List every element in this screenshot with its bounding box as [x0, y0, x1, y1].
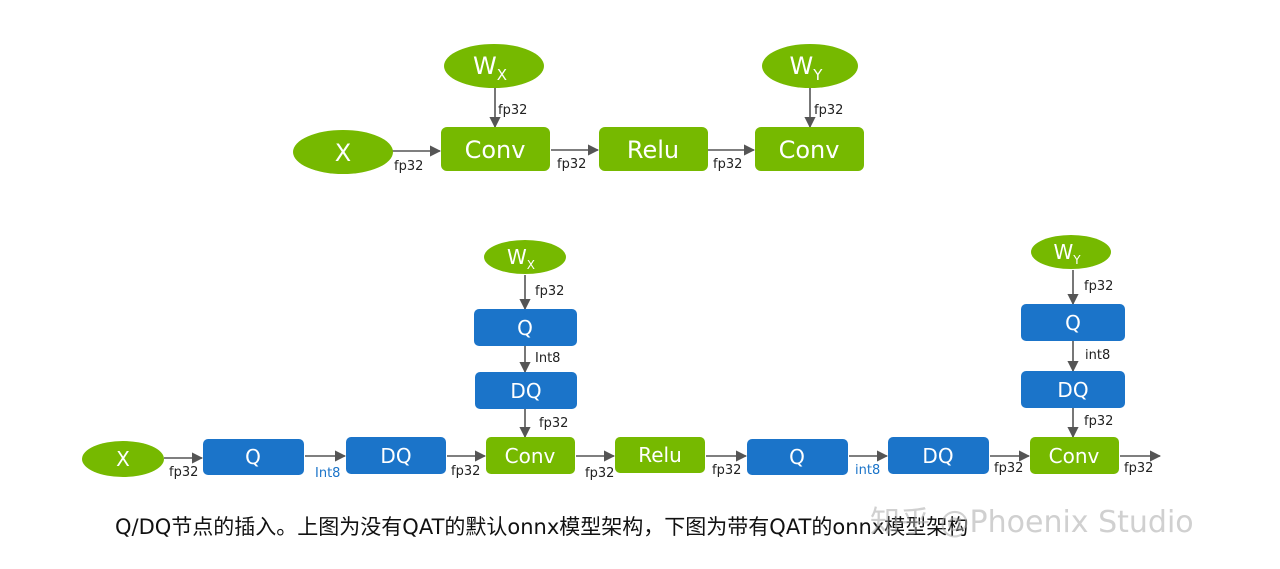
node-top-x: X: [293, 130, 393, 174]
bottom-edges: [164, 270, 1162, 464]
node-bottom-wx-sub: X: [527, 258, 535, 272]
node-bottom-wx-dq: DQ: [475, 372, 577, 409]
figure-caption: Q/DQ节点的插入。上图为没有QAT的默认onnx模型架构，下图为带有QAT的o…: [115, 515, 969, 539]
top-edges: [392, 87, 816, 157]
edge-label-bottom-conv2-out: fp32: [1124, 461, 1153, 476]
node-bottom-q1-label: Q: [245, 445, 261, 469]
node-top-wx-label: WX: [473, 52, 507, 84]
node-bottom-wy-sub: Y: [1072, 253, 1081, 267]
node-bottom-wx-dq-label: DQ: [510, 379, 541, 403]
node-top-wx: WX: [444, 44, 544, 88]
node-top-wy-sub: Y: [812, 66, 823, 84]
edge-label-bottom-wy-q: fp32: [1084, 279, 1113, 294]
node-top-relu-label: Relu: [627, 136, 679, 164]
node-bottom-wx-q-label: Q: [517, 316, 533, 340]
node-bottom-conv2-label: Conv: [1049, 444, 1100, 468]
edge-label-top-wx-conv1: fp32: [498, 103, 527, 118]
node-bottom-wy-dq: DQ: [1021, 371, 1125, 408]
node-bottom-conv1: Conv: [486, 437, 575, 474]
node-bottom-q2-label: Q: [789, 445, 805, 469]
edge-label-bottom-wx-q: fp32: [535, 284, 564, 299]
node-bottom-dq1: DQ: [346, 437, 446, 474]
node-bottom-conv1-label: Conv: [505, 444, 556, 468]
node-top-wx-sub: X: [497, 66, 507, 84]
edge-label-bottom-dq2-conv2: fp32: [994, 461, 1023, 476]
node-bottom-wx: WX: [484, 240, 566, 274]
node-top-x-label: X: [335, 139, 351, 167]
node-bottom-wy-dq-label: DQ: [1057, 378, 1088, 402]
edge-label-bottom-q2-dq2: int8: [855, 463, 880, 478]
node-bottom-wy-main: W: [1053, 240, 1073, 264]
node-bottom-conv2: Conv: [1030, 437, 1119, 474]
edge-label-top-x-conv1: fp32: [394, 159, 423, 174]
node-top-conv1-label: Conv: [465, 136, 526, 164]
node-bottom-wy-q: Q: [1021, 304, 1125, 341]
node-top-relu: Relu: [599, 127, 708, 171]
edge-label-bottom-conv1-relu: fp32: [585, 466, 614, 481]
node-bottom-relu: Relu: [615, 437, 705, 473]
edge-label-top-relu-conv2: fp32: [713, 157, 742, 172]
node-top-wy: WY: [762, 44, 858, 88]
edge-label-bottom-dq1-conv1: fp32: [451, 464, 480, 479]
edge-label-bottom-wy-dq-conv: fp32: [1084, 414, 1113, 429]
node-top-wy-main: W: [790, 52, 814, 80]
watermark: 知乎 @Phoenix Studio: [870, 505, 1194, 540]
edge-label-bottom-x-q1: fp32: [169, 465, 198, 480]
edge-label-top-wy-conv2: fp32: [814, 103, 843, 118]
node-bottom-x: X: [82, 441, 164, 477]
edge-label-bottom-wy-q-dq: int8: [1085, 348, 1110, 363]
node-bottom-x-label: X: [116, 447, 130, 471]
node-bottom-wx-q: Q: [474, 309, 577, 346]
node-bottom-dq2-label: DQ: [922, 444, 953, 468]
node-bottom-q1: Q: [203, 439, 304, 475]
node-top-conv1: Conv: [441, 127, 550, 171]
edge-label-top-conv1-relu: fp32: [557, 157, 586, 172]
node-bottom-wx-main: W: [507, 245, 527, 269]
node-top-wy-label: WY: [790, 52, 824, 84]
node-bottom-wx-label: WX: [507, 245, 535, 272]
edge-label-bottom-wx-q-dq: Int8: [535, 351, 560, 366]
node-bottom-q2: Q: [747, 439, 848, 475]
node-bottom-relu-label: Relu: [638, 443, 682, 467]
edge-label-bottom-wx-dq-conv: fp32: [539, 416, 568, 431]
node-bottom-wy: WY: [1031, 235, 1111, 269]
node-top-conv2: Conv: [755, 127, 864, 171]
node-bottom-dq1-label: DQ: [380, 444, 411, 468]
node-bottom-dq2: DQ: [888, 437, 989, 474]
node-top-wx-main: W: [473, 52, 497, 80]
top-diagram: fp32 fp32 fp32 fp32 fp32 X WX Conv Relu …: [293, 44, 864, 174]
edge-label-bottom-q1-dq1: Int8: [315, 466, 340, 481]
bottom-diagram: fp32 Int8 fp32 fp32 fp32 int8 fp32 fp32 …: [82, 235, 1162, 481]
node-top-conv2-label: Conv: [779, 136, 840, 164]
node-bottom-wy-q-label: Q: [1065, 311, 1081, 335]
node-bottom-wy-label: WY: [1053, 240, 1081, 267]
edge-label-bottom-relu-q2: fp32: [712, 463, 741, 478]
